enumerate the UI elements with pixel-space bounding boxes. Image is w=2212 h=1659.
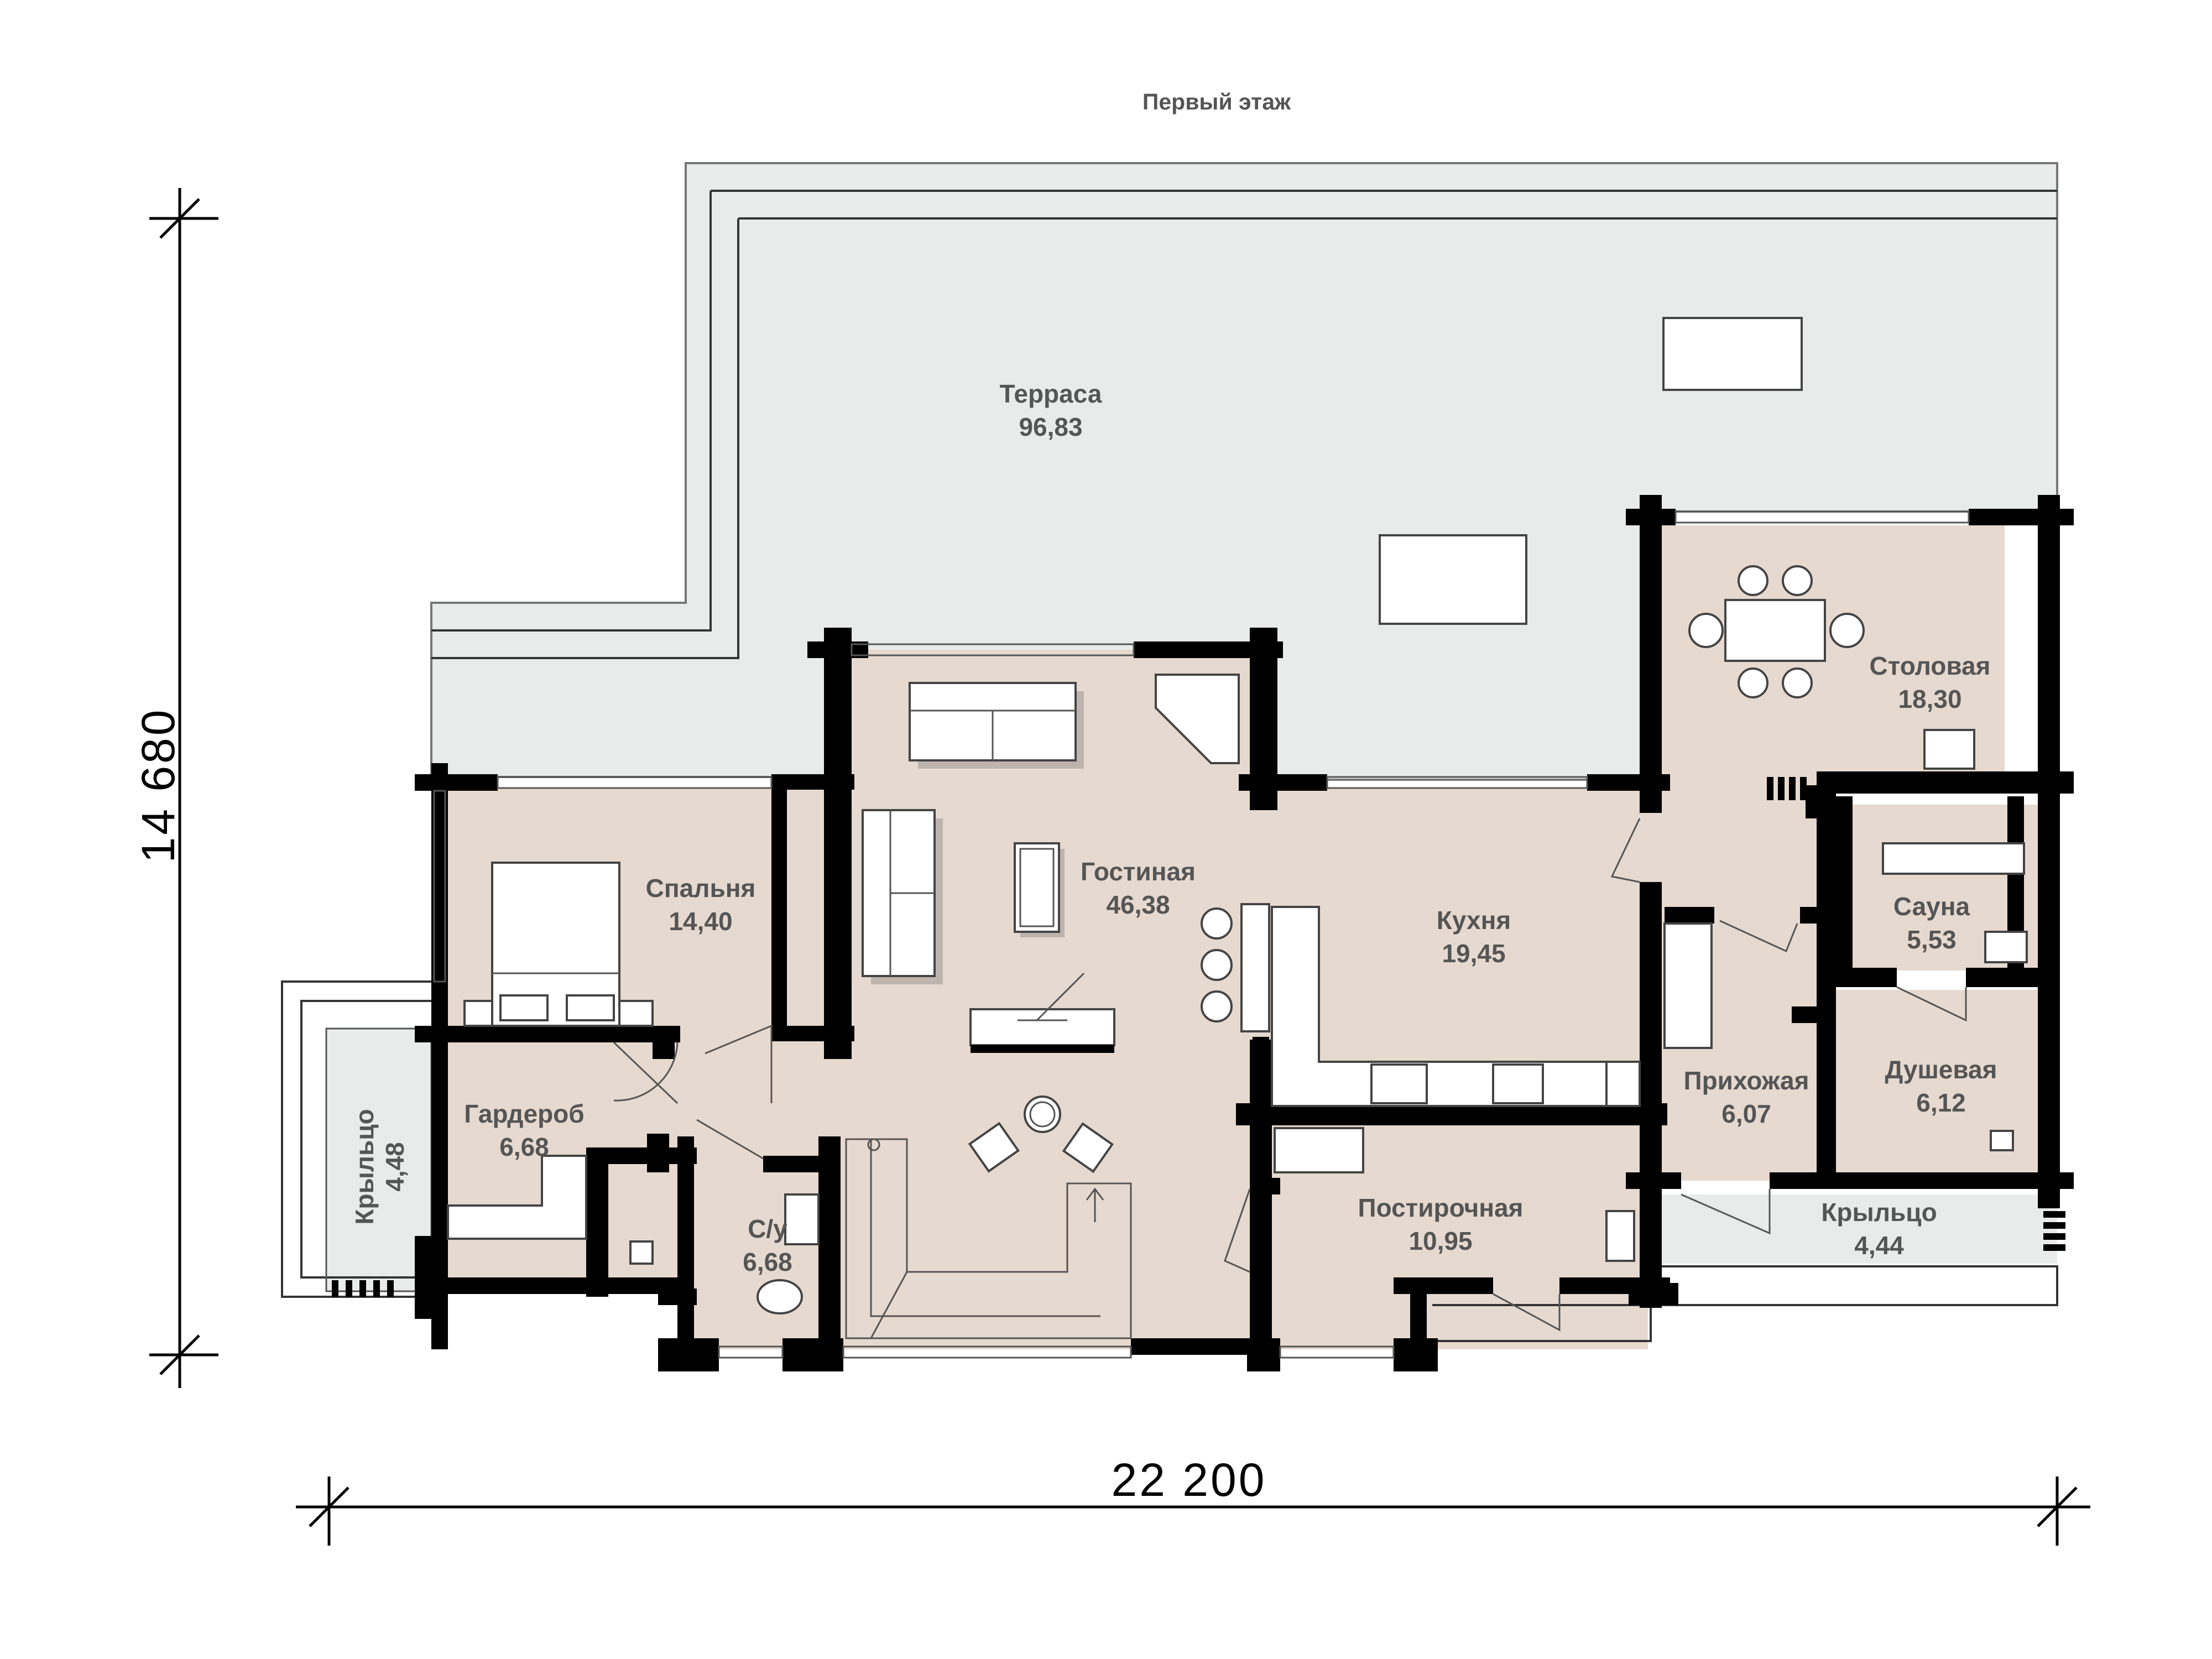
plan-title: Первый этаж bbox=[1142, 89, 1291, 114]
terrace-table bbox=[1662, 317, 1803, 391]
windows bbox=[433, 510, 1970, 1359]
room-label-left-porch: Крыльцо bbox=[350, 1109, 379, 1224]
room-area-right-porch: 4,44 bbox=[1854, 1231, 1904, 1260]
room-label-sauna: Сауна bbox=[1893, 892, 1970, 921]
furniture bbox=[447, 565, 2028, 1339]
room-area-left-porch: 4,48 bbox=[380, 1142, 409, 1192]
room-area-terrace: 96,83 bbox=[1019, 413, 1082, 441]
room-area-shower: 6,12 bbox=[1916, 1088, 1966, 1117]
left-porch bbox=[326, 1029, 431, 1291]
room-area-kitchen: 19,45 bbox=[1442, 939, 1505, 968]
grill-marks bbox=[332, 777, 2065, 1297]
dimension-height: 14 680 bbox=[132, 188, 218, 1388]
room-label-dining: Столовая bbox=[1870, 651, 1991, 680]
width-label: 22 200 bbox=[1112, 1454, 1267, 1506]
room-area-living: 46,38 bbox=[1106, 890, 1170, 919]
room-area-wc: 6,68 bbox=[743, 1248, 792, 1276]
room-label-laundry: Постирочная bbox=[1358, 1193, 1524, 1222]
room-label-right-porch: Крыльцо bbox=[1821, 1198, 1937, 1227]
room-label-shower: Душевая bbox=[1885, 1055, 1997, 1084]
room-area-dining: 18,30 bbox=[1898, 685, 1961, 713]
room-label-kitchen: Кухня bbox=[1437, 906, 1511, 935]
right-porch bbox=[1662, 1194, 2057, 1264]
room-area-bedroom: 14,40 bbox=[669, 907, 732, 936]
room-area-wardrobe: 6,68 bbox=[499, 1133, 549, 1161]
room-label-hallway: Прихожая bbox=[1684, 1066, 1809, 1095]
room-label-terrace: Терраса bbox=[1000, 379, 1102, 408]
room-area-sauna: 5,53 bbox=[1907, 925, 1957, 954]
terrace-table bbox=[1379, 534, 1527, 625]
dimension-width: 22 200 bbox=[296, 1454, 2090, 1546]
room-area-hallway: 6,07 bbox=[1721, 1099, 1771, 1128]
room-area-laundry: 10,95 bbox=[1408, 1227, 1472, 1255]
height-label: 14 680 bbox=[132, 708, 184, 863]
doors bbox=[613, 818, 1967, 1332]
room-labels: Терраса 96,83 Столовая 18,30 Спальня 14,… bbox=[350, 379, 1997, 1276]
room-label-wc: С/у bbox=[748, 1214, 787, 1243]
room-label-bedroom: Спальня bbox=[646, 874, 756, 902]
room-label-wardrobe: Гардероб bbox=[464, 1099, 584, 1128]
room-label-living: Гостиная bbox=[1081, 857, 1196, 886]
